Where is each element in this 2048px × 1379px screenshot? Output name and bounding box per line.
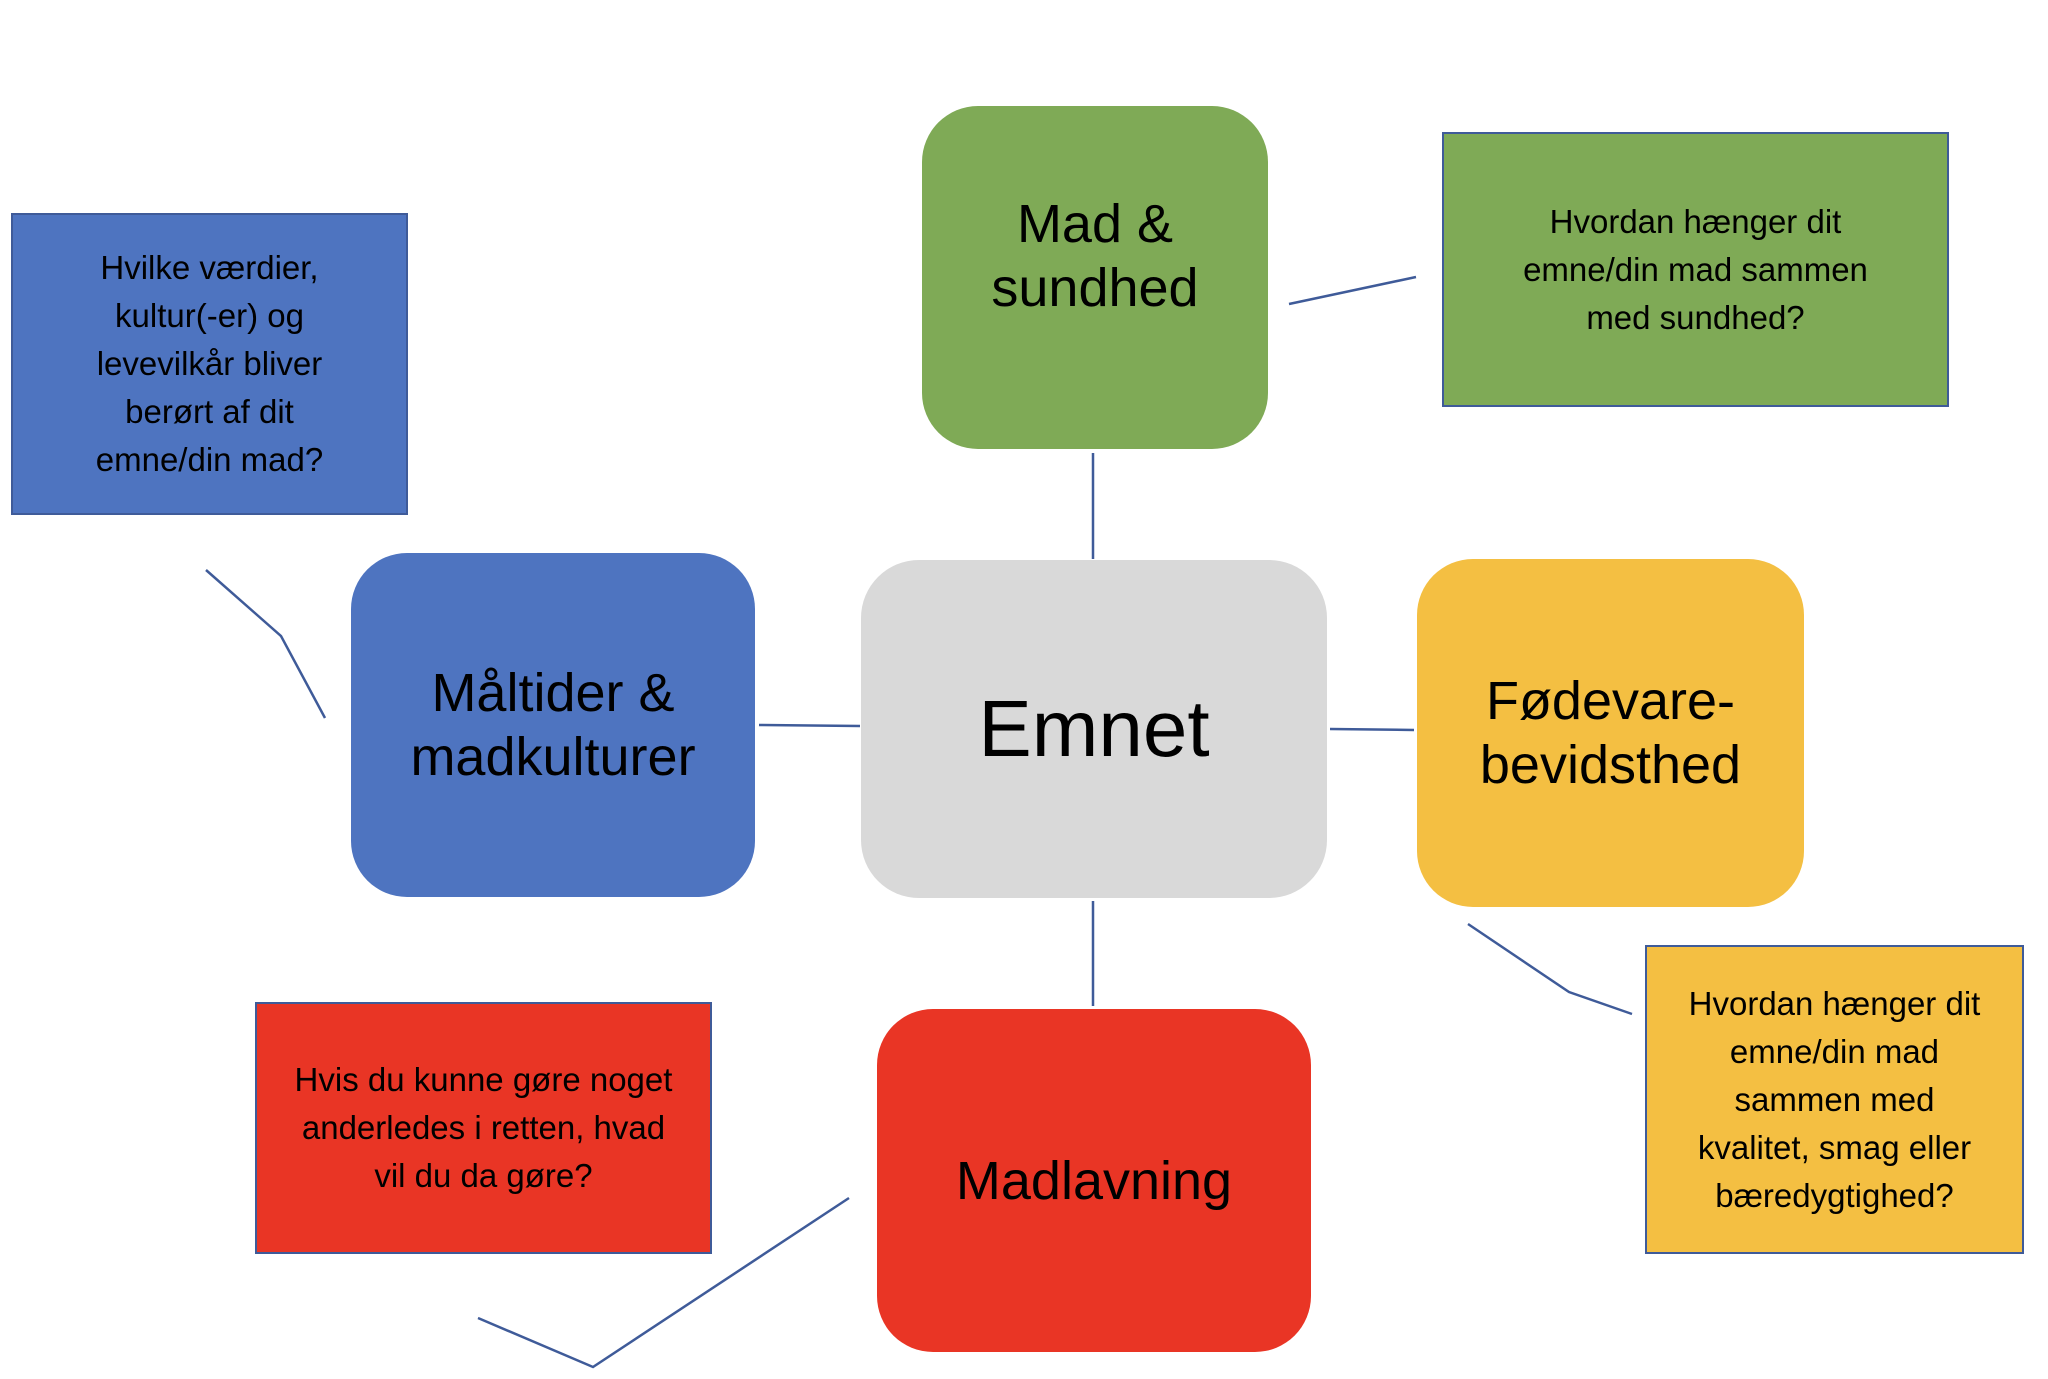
- question-box-food: Hvordan hænger dit emne/din mad sammen m…: [1645, 945, 2024, 1254]
- question-box-health: Hvordan hænger dit emne/din mad sammen m…: [1442, 132, 1949, 407]
- center-label: Emnet: [978, 684, 1210, 773]
- connector-cooking-question: [477, 1196, 850, 1369]
- connector-center-meals: [758, 723, 861, 728]
- question-text-meals: Hvilke værdier, kultur(-er) og levevilkå…: [95, 249, 324, 478]
- topic-label-health: Mad & sundhed: [991, 193, 1199, 318]
- topic-box-cooking: Madlavning: [877, 1009, 1311, 1352]
- question-box-cooking: Hvis du kunne gøre noget anderledes i re…: [255, 1002, 712, 1254]
- topic-box-meals: Måltider & madkulturer: [351, 553, 755, 897]
- connector-meals-question: [205, 569, 327, 719]
- question-text-health: Hvordan hænger dit emne/din mad sammen m…: [1523, 202, 1868, 336]
- question-text-food: Hvordan hænger dit emne/din mad sammen m…: [1688, 984, 1981, 1214]
- center-box-emnet: Emnet: [861, 560, 1327, 898]
- topic-label-meals: Måltider & madkulturer: [410, 663, 696, 787]
- topic-label-food: Fødevare- bevidsthed: [1479, 671, 1742, 795]
- topic-box-health: Mad & sundhed: [922, 106, 1268, 449]
- topic-box-food: Fødevare- bevidsthed: [1417, 559, 1804, 907]
- connector-food-question: [1467, 922, 1633, 1016]
- topic-label-cooking: Madlavning: [955, 1150, 1233, 1211]
- question-text-cooking: Hvis du kunne gøre noget anderledes i re…: [294, 1061, 673, 1194]
- connector-center-food: [1329, 727, 1415, 732]
- connector-health-question: [1288, 275, 1417, 306]
- question-box-meals: Hvilke værdier, kultur(-er) og levevilkå…: [11, 213, 408, 515]
